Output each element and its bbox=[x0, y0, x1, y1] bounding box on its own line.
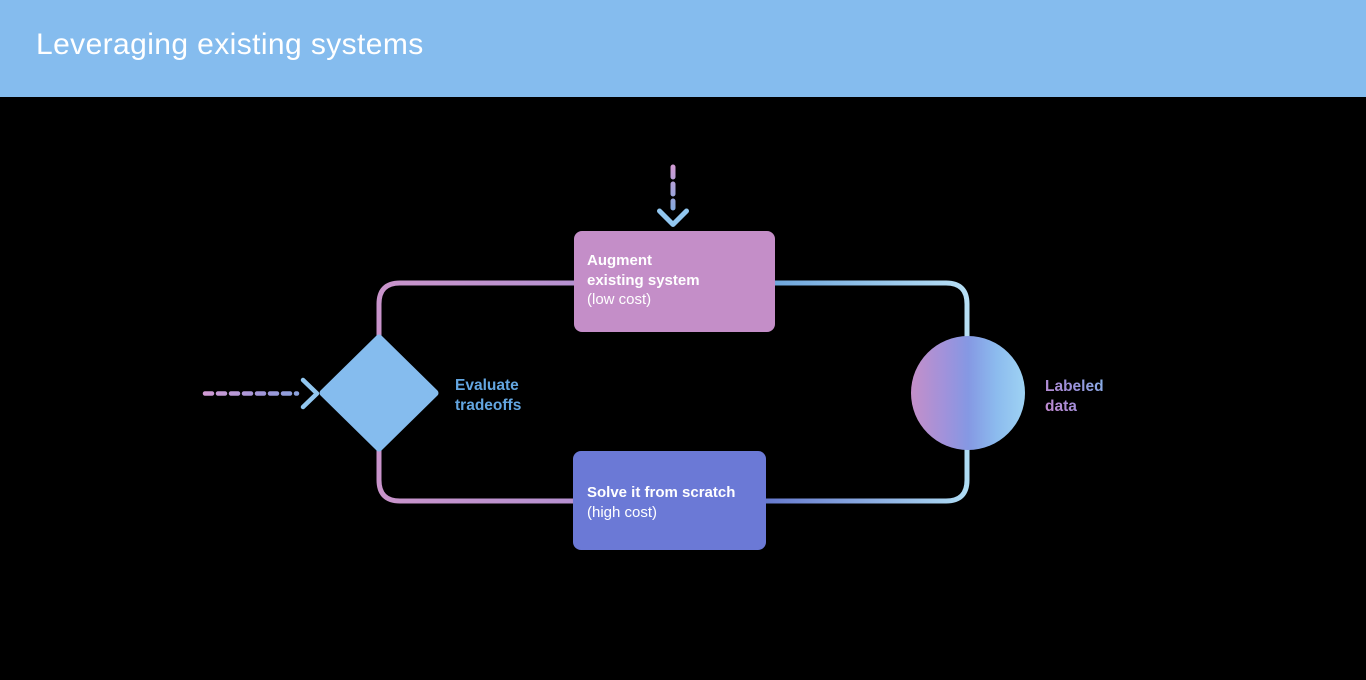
slide-header: Leveraging existing systems bbox=[0, 0, 1366, 97]
decision-diamond bbox=[319, 334, 439, 452]
connector-bottom-right bbox=[766, 391, 970, 504]
augment-title-line1: Augment bbox=[587, 252, 652, 269]
connector-bottom-left bbox=[376, 442, 573, 504]
trigger-arrowhead-icon bbox=[657, 208, 689, 227]
decision-label-line1: Evaluate bbox=[455, 377, 519, 394]
solve-cost-note: (high cost) bbox=[587, 503, 658, 521]
solve-title: Solve it from scratch bbox=[587, 484, 736, 501]
connector-top-right bbox=[775, 280, 970, 395]
augment-box-label: Augment existing system (low cost) bbox=[587, 251, 700, 310]
output-circle bbox=[911, 336, 1025, 450]
augment-cost-note: (low cost) bbox=[587, 291, 652, 308]
solve-box-label: Solve it from scratch (high cost) bbox=[587, 483, 735, 522]
entry-arrowhead-icon bbox=[300, 377, 320, 410]
output-label-line2: data bbox=[1045, 398, 1077, 415]
slide-title: Leveraging existing systems bbox=[36, 28, 424, 61]
dashed-arrow-right-icon bbox=[202, 377, 320, 410]
connector-top-left bbox=[376, 280, 574, 344]
dashed-arrow-down-icon bbox=[657, 164, 689, 227]
decision-label-line2: tradeoffs bbox=[455, 397, 522, 414]
augment-title-line2: existing system bbox=[587, 271, 700, 289]
augment-box bbox=[574, 231, 775, 332]
decision-label: Evaluate tradeoffs bbox=[455, 376, 521, 416]
solve-box bbox=[573, 451, 766, 550]
output-label-line1: Labeled bbox=[1045, 378, 1104, 395]
